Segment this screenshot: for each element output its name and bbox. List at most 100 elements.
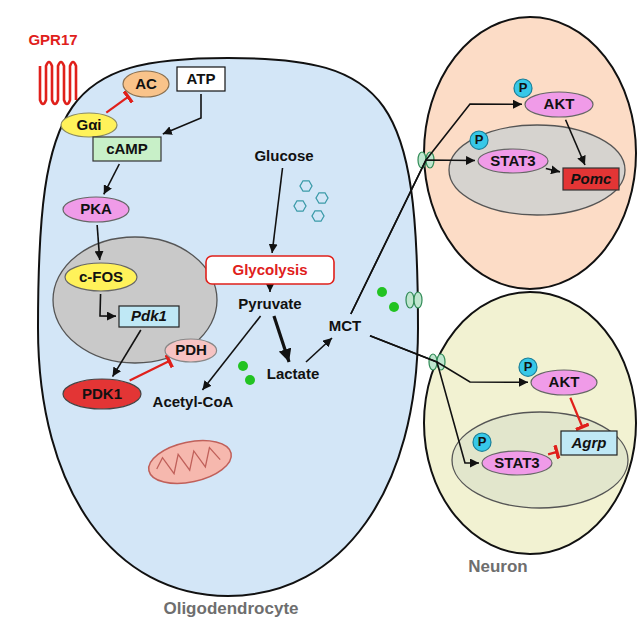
node-shape [177,67,225,91]
text-holder: P [513,78,533,98]
lactate-dots [238,287,399,385]
text-holder: P [518,357,538,377]
arrow-connector [370,336,528,383]
arrow-connector [202,316,260,390]
arrow-connector [269,287,271,292]
text-holder: Gαi [60,112,118,138]
text-holder: Pomc [562,167,620,191]
oligodendrocyte-cell: OligodendrocyteGαiACATPcAMPPKAc-FOSPdk1P… [36,56,420,622]
node-label: c-FOS [79,269,123,286]
nucleus [452,412,628,508]
node-label: P [524,360,533,374]
mct-transporter [406,152,445,370]
protein-ellipse: AC [122,70,170,98]
text-holder: Acetyl-CoA [146,392,240,412]
inhibition-line [130,361,171,381]
arrow-connector [113,330,141,377]
node-shape [165,339,217,362]
node-shape [514,79,532,97]
protein-ellipse: AKT [524,91,594,118]
node-shape [63,197,129,222]
text-holder: GPR17 [22,30,84,50]
text-holder: P [472,432,492,452]
text-holder: Pdk1 [118,305,180,328]
node-shape [61,113,117,137]
protein-ellipse: STAT3 [477,148,549,174]
gene-box: Pdk1 [118,305,180,328]
node-shape [478,149,548,173]
cell-membrane [424,17,636,289]
metabolite-label: Lactate [260,364,326,384]
gpr17-receptor [40,62,76,104]
arrow-connector [274,316,289,362]
node-shape [119,306,179,327]
text-holder: PKA [62,196,130,223]
text-holder: Glucose [246,146,322,166]
metabolite-label: Acetyl-CoA [146,392,240,412]
node-shape [561,431,617,455]
node-label: STAT3 [494,455,539,472]
node-shape [63,379,141,409]
node-shape [93,137,161,161]
gene-box: Agrp [560,430,618,456]
phospho-circle: P [513,78,533,98]
glucose-molecules [294,181,328,221]
arrow-connector [351,160,475,314]
protein-ellipse: STAT3 [481,450,553,476]
protein-ellipse: Gαi [60,112,118,138]
node-shape [65,263,137,291]
text-holder: Glycolysis [205,255,335,285]
node-label: Glucose [254,148,313,165]
text-holder: AKT [530,369,598,396]
node-shape [482,451,552,475]
cell-label: Neuron [468,557,528,576]
node-label: P [519,81,528,95]
node-label: AC [135,76,157,93]
metabolite-box: cAMP [92,136,162,162]
node-label: PKA [80,201,112,218]
arrow-connector [163,94,201,134]
node-label: GPR17 [28,32,77,49]
node-shape [563,168,619,190]
node-label: AKT [544,96,575,113]
node-shape [473,433,491,451]
node-label: Acetyl-CoA [153,394,234,411]
protein-ellipse: PDK1 [62,378,142,410]
protein-ellipse: PKA [62,196,130,223]
node-label: Glycolysis [232,262,307,279]
text-holder: cAMP [92,136,162,162]
text-holder: P [469,130,489,150]
node-label: PDK1 [82,386,122,403]
node-shape [519,358,537,376]
text-holder: Pyruvate [232,294,308,314]
arrow-connector [306,338,332,362]
node-shape [470,131,488,149]
phospho-circle: P [518,357,538,377]
text-holder: ATP [176,66,226,92]
text-holder: PDH [164,338,218,363]
metabolite-box: ATP [176,66,226,92]
node-label: Pyruvate [238,296,301,313]
process-box: Glycolysis [205,255,335,285]
node-label: P [478,435,487,449]
node-label: Agrp [572,435,607,452]
node-shape [206,256,334,284]
text-holder: Oligodendrocyte [136,600,326,619]
node-label: P [475,133,484,147]
transporter-label: MCT [322,316,368,336]
node-label: PDH [175,342,207,359]
nucleus [449,125,625,215]
arrow-connector [351,104,522,314]
node-label: ATP [187,71,216,88]
inhibition-line [570,398,582,428]
text-holder: STAT3 [477,148,549,174]
metabolite-label: Pyruvate [232,294,308,314]
node-label: Pdk1 [131,308,167,325]
receptor-name: GPR17 [22,30,84,50]
text-holder: AC [122,70,170,98]
arrow-connector [97,225,100,260]
mitochondrion [145,434,235,491]
text-holder: Lactate [260,364,326,384]
node-label: cAMP [106,141,148,158]
arrow-connector [100,294,116,316]
